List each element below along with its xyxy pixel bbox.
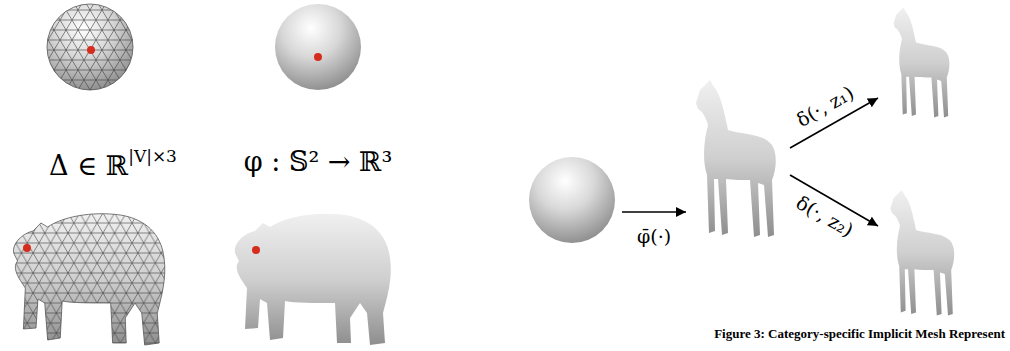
deformed-horse [894, 8, 950, 118]
red-dot [23, 244, 31, 252]
label-group: Δ ∈ ℝ|V|×3 [49, 146, 177, 181]
arrow-label: δ(·, z₁) [791, 80, 859, 132]
arrow-label: δ(·, z₂) [791, 190, 859, 242]
template-sphere [529, 157, 615, 243]
arrow [622, 211, 686, 213]
bear-body [13, 214, 164, 345]
bear-body [235, 214, 391, 345]
mean-horse [696, 80, 776, 237]
math-label: φ : 𝕊² → ℝ³ [244, 146, 393, 177]
horse-body [894, 8, 950, 118]
mesh-wireframe [47, 4, 133, 90]
label-group: φ : 𝕊² → ℝ³ [244, 146, 393, 177]
mesh-wireframe [13, 214, 164, 345]
red-dot [87, 46, 95, 54]
red-dot [314, 53, 322, 61]
smooth-bear [235, 214, 391, 345]
smooth-sphere [275, 4, 361, 90]
red-dot [252, 246, 260, 254]
deformed-horse [890, 190, 954, 316]
horse-body [890, 190, 954, 316]
math-superscript: |V|×3 [128, 146, 177, 166]
mesh-bear [13, 214, 164, 345]
arrow-label: φ̄(·) [635, 225, 673, 247]
math-label: Δ ∈ ℝ [49, 150, 128, 181]
horse-body [696, 80, 776, 237]
figure-caption: Figure 3: Category-specific Implicit Mes… [714, 326, 1005, 342]
mesh-sphere [47, 4, 133, 90]
